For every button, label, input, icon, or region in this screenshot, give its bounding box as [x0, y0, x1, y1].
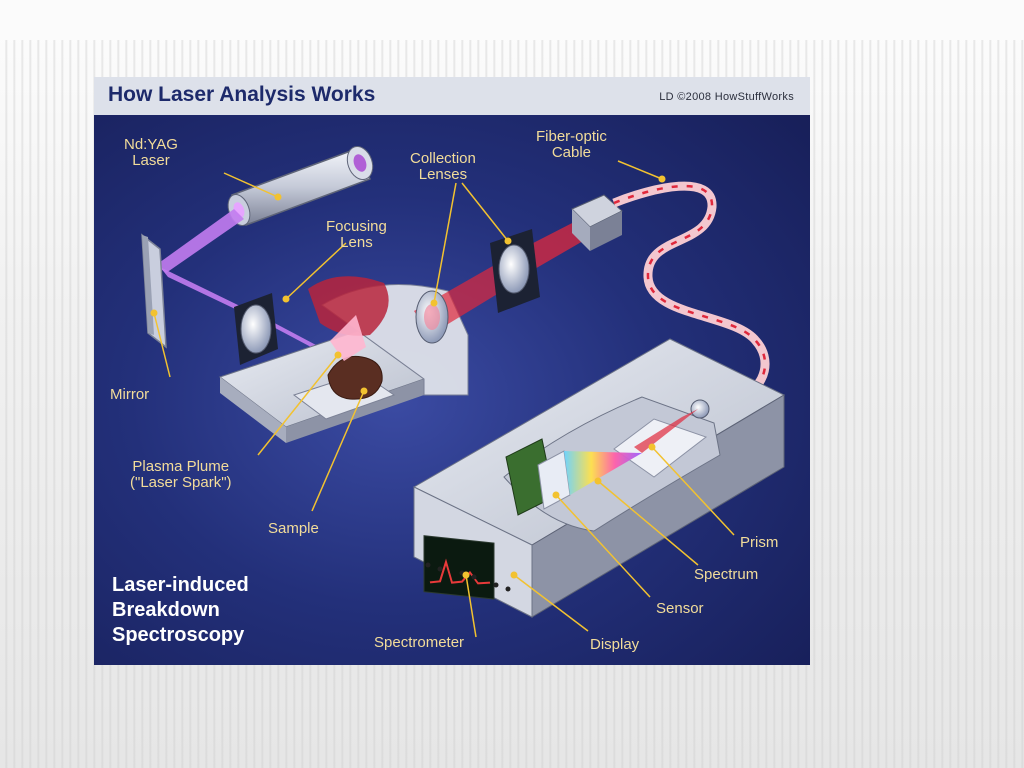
label-display: Display	[590, 636, 640, 653]
leader-dots	[150, 175, 666, 579]
spectrometer-unit	[412, 338, 786, 618]
diagram-illustration	[141, 146, 786, 638]
label-prism: Prism	[740, 534, 779, 551]
focusing-lens	[234, 293, 278, 365]
label-mirror: Mirror	[110, 386, 150, 403]
label-focusing-lens: Focusing Lens	[326, 218, 387, 251]
slide-top-band	[0, 0, 1024, 40]
laser-unit	[227, 146, 374, 226]
label-collection-lenses: Collection Lenses	[410, 150, 476, 183]
fiber-optic-cable	[571, 181, 770, 400]
mirror	[141, 233, 167, 349]
label-fiber-optic-cable: Fiber-optic Cable	[536, 128, 607, 161]
label-laser: Nd:YAG Laser	[124, 136, 178, 169]
label-sample: Sample	[268, 520, 319, 537]
display-buttons	[425, 562, 511, 592]
label-spectrometer: Spectrometer	[374, 634, 465, 651]
figure-header: How Laser Analysis Works LD ©2008 HowStu…	[94, 77, 810, 115]
label-sensor: Sensor	[656, 600, 704, 617]
figure-title: How Laser Analysis Works	[108, 83, 376, 106]
figure-credit: LD ©2008 HowStuffWorks	[659, 91, 794, 103]
leader-lines	[153, 160, 735, 638]
label-plasma-plume: Plasma Plume ("Laser Spark")	[130, 458, 232, 491]
label-spectrum: Spectrum	[694, 566, 759, 583]
laser-analysis-diagram: How Laser Analysis Works LD ©2008 HowStu…	[94, 77, 810, 665]
diagram-subtitle: Laser-induced Breakdown Spectroscopy	[112, 574, 249, 646]
collection-lenses	[415, 229, 540, 344]
